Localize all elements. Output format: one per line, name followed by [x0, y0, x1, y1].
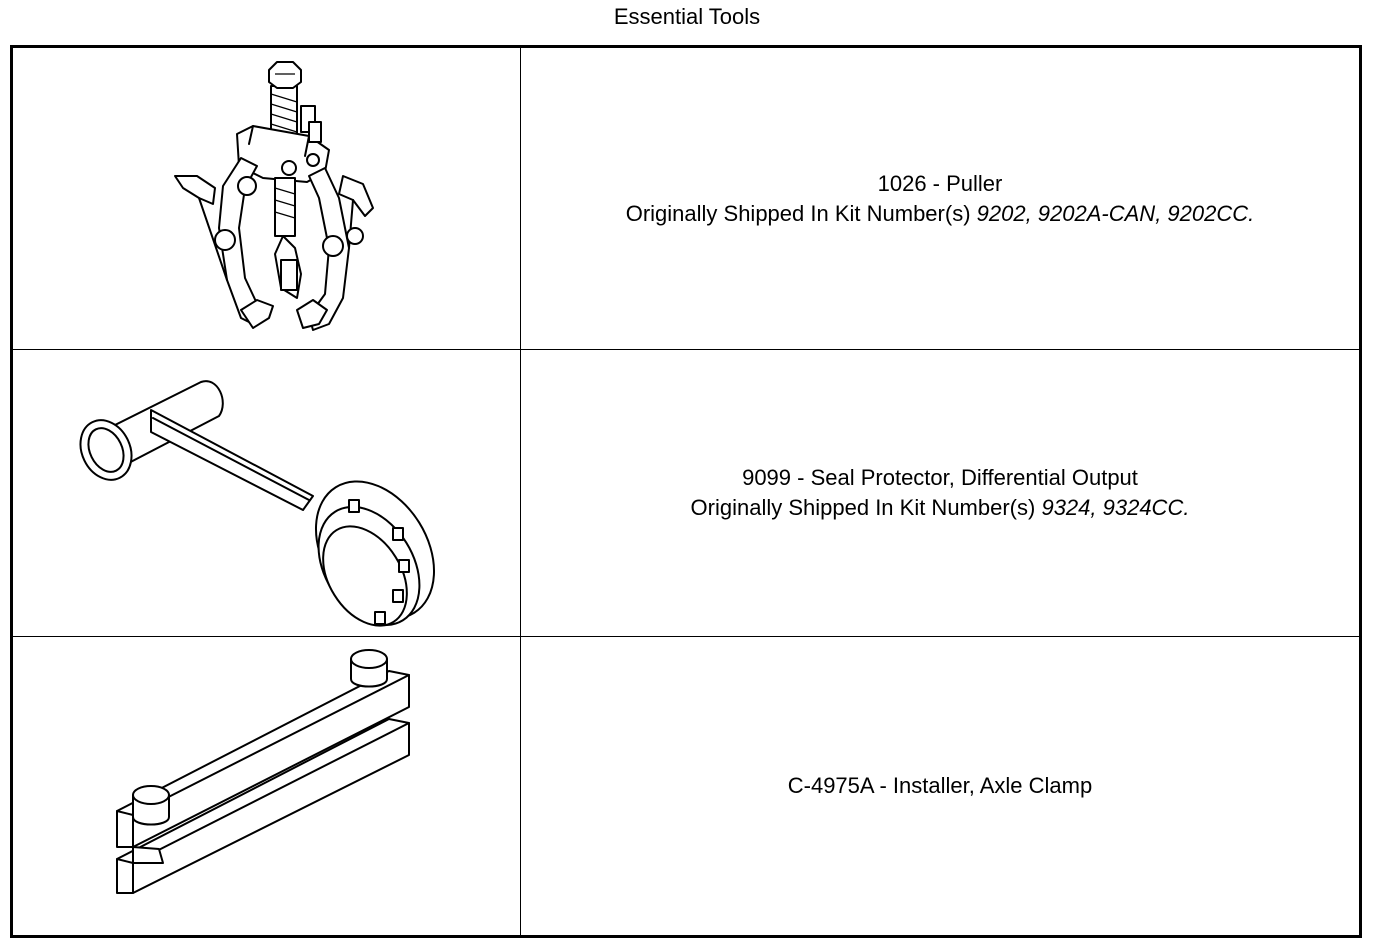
table-row: 9099 - Seal Protector, Differential Outp…	[13, 350, 1359, 637]
three-jaw-puller-icon	[174, 61, 374, 331]
kit-line: Originally Shipped In Kit Number(s) 9202…	[626, 199, 1255, 229]
table-row: 1026 - Puller Originally Shipped In Kit …	[13, 48, 1359, 350]
seal-protector-icon	[79, 380, 436, 627]
kit-numbers: 9202, 9202A-CAN, 9202CC.	[976, 200, 1255, 226]
axle-clamp-installer-icon	[116, 649, 410, 894]
kit-prefix: Originally Shipped In Kit Number(s)	[690, 495, 1042, 520]
tool-image-cell	[13, 637, 521, 935]
tool-name: 9099 - Seal Protector, Differential Outp…	[742, 465, 1138, 490]
table-row: C-4975A - Installer, Axle Clamp	[13, 637, 1359, 935]
tool-image-cell	[13, 350, 521, 636]
kit-numbers: 9324, 9324CC.	[1041, 495, 1190, 520]
page-title: Essential Tools	[613, 4, 761, 29]
kit-prefix: Originally Shipped In Kit Number(s)	[625, 200, 977, 226]
tool-description: 1026 - Puller Originally Shipped In Kit …	[521, 48, 1359, 349]
tool-description: 9099 - Seal Protector, Differential Outp…	[521, 350, 1359, 636]
tools-table: 1026 - Puller Originally Shipped In Kit …	[10, 45, 1362, 938]
tool-name: 1026 - Puller	[877, 170, 1003, 196]
kit-line: Originally Shipped In Kit Number(s) 9324…	[691, 493, 1190, 523]
tool-description: C-4975A - Installer, Axle Clamp	[521, 637, 1359, 935]
tool-image-cell	[13, 48, 521, 349]
tool-name: C-4975A - Installer, Axle Clamp	[787, 773, 1093, 798]
